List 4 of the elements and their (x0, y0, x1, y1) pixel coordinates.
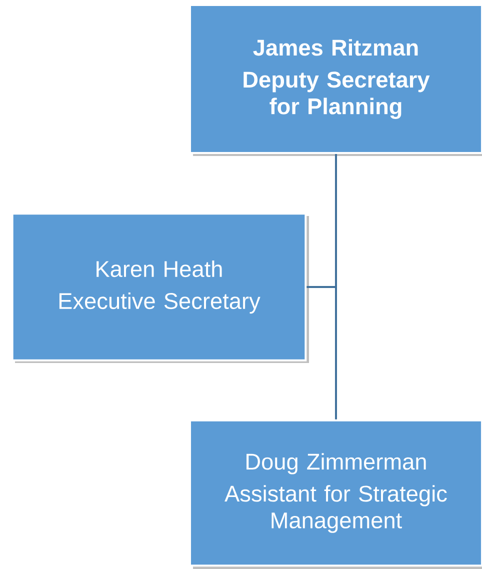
person-box: Karen Heath Executive Secretary (11, 212, 307, 362)
person-box: James Ritzman Deputy Secretary for Planning (189, 4, 482, 154)
connector-line (335, 154, 337, 420)
person-box: Doug Zimmerman Assistant for Strategic Management (189, 419, 482, 567)
